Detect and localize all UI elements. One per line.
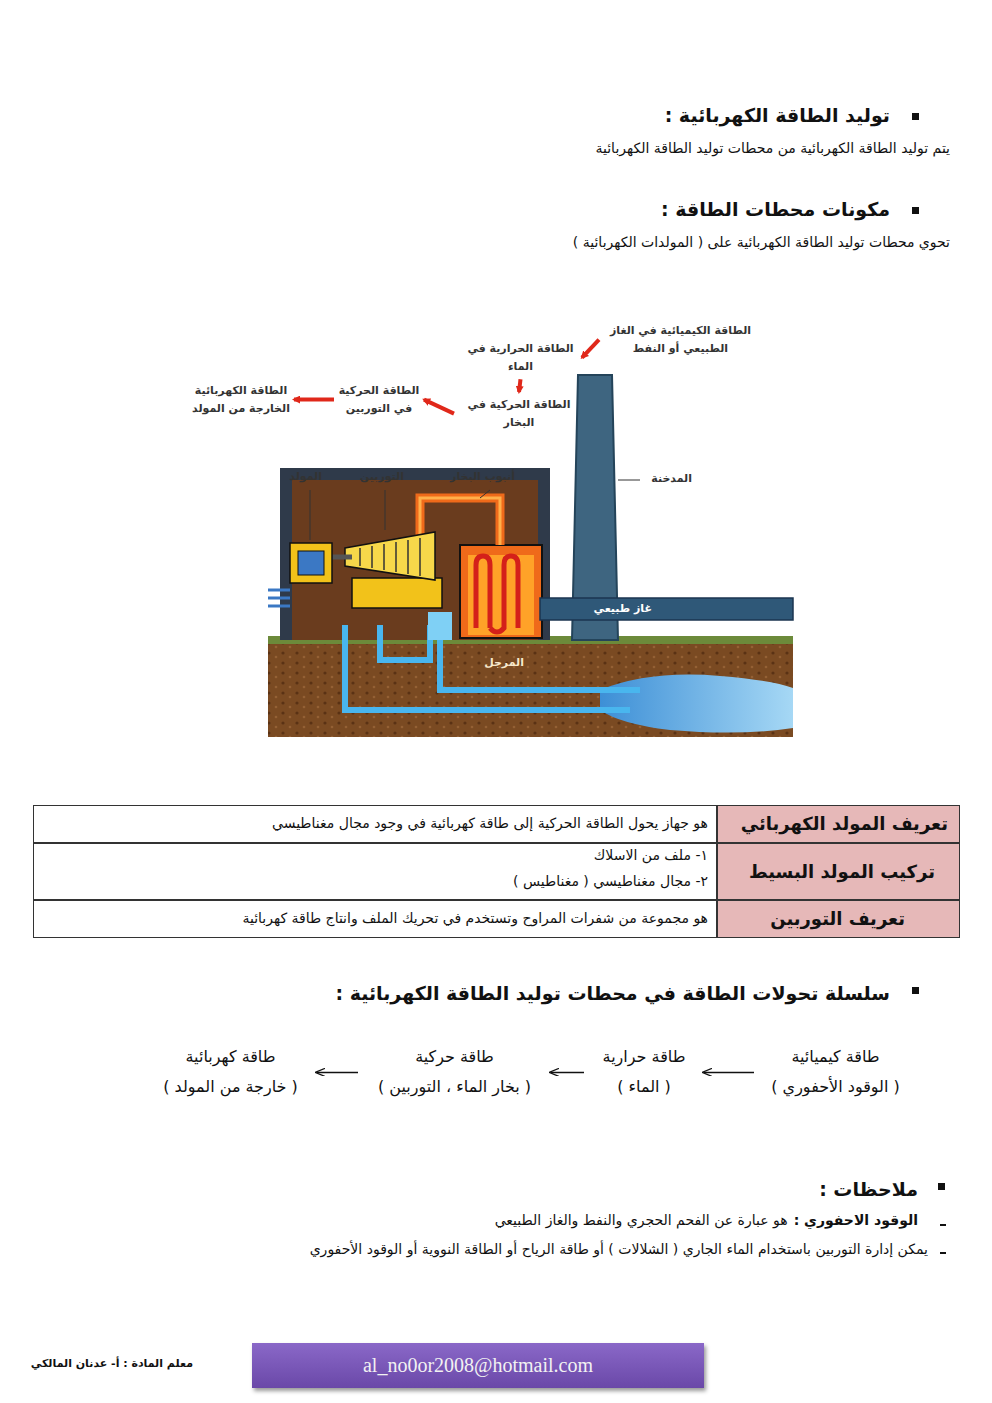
energy-flow-arrow	[582, 340, 599, 358]
table-text: ١- ملف من الاسلاك	[594, 847, 708, 863]
stage-text: طاقة كيميائية	[758, 1042, 913, 1072]
turbine	[345, 532, 435, 580]
list-dash	[940, 1224, 946, 1226]
stage-text: ( الماء )	[588, 1072, 700, 1102]
condenser	[428, 612, 452, 640]
part-label: المرجل	[484, 656, 524, 669]
body-text: يمكن إدارة التوربين باستخدام الماء الجار…	[310, 1241, 928, 1257]
heading: توليد الطاقة الكهربائية :	[665, 104, 890, 126]
email-banner: al_no0or2008@hotmail.com	[252, 1343, 704, 1388]
water-source	[600, 675, 793, 733]
list-dash	[940, 1252, 946, 1254]
table-text: تعريف المولد الكهربائي	[741, 813, 948, 834]
energy-stage: طاقة كيميائية( الوقود الأحفوري )	[758, 1042, 913, 1103]
energy-stage: طاقة حرارية( الماء )	[588, 1042, 700, 1103]
energy-label: الطاقة الحرارية في الماء	[463, 340, 578, 375]
stage-text: ( الوقود الأحفوري )	[758, 1072, 913, 1102]
building-frame	[280, 468, 550, 640]
body-text: هو عبارة عن الفحم الحجري والنفط والغاز ا…	[495, 1212, 788, 1228]
table-text: ٢- مجال مغناطيسي ( مغناطيس )	[513, 873, 708, 889]
table-text: هو مجموعة من شفرات المراوح وتستخدم في تح…	[242, 910, 708, 926]
leader-lines	[310, 480, 640, 540]
stage-text: طاقة كهربائية	[148, 1042, 313, 1072]
part-label: المولد	[289, 470, 322, 483]
stage-text: الطاقة الحركية في البخار	[458, 396, 580, 431]
bullet-square	[912, 207, 919, 214]
stage-text: ( بخار الماء ، التوربين )	[362, 1072, 547, 1102]
energy-label: الطاقة الحركية في البخار	[458, 396, 580, 431]
heading: مكونات محطات الطاقة :	[661, 198, 890, 220]
energy-label: الطاقة الكيميائية في الغاز الطبيعي أو ال…	[603, 322, 758, 357]
turbine-blades	[360, 538, 420, 576]
stage-text: الطاقة الكهربائية الخارجة من المولد	[192, 382, 290, 417]
chain-arrow	[551, 1072, 584, 1074]
heading: ملاحظات :	[819, 1178, 918, 1200]
generator	[290, 543, 332, 583]
body-text: الوقود الاحفوري :	[794, 1212, 918, 1228]
table-text: تركيب المولد البسيط	[749, 861, 935, 882]
energy-flow-arrow	[519, 379, 521, 392]
chain-arrow	[704, 1072, 754, 1074]
email-text: al_no0or2008@hotmail.com	[252, 1343, 704, 1388]
table-text: هو جهاز يحول الطاقة الحركية إلى طاقة كهر…	[272, 815, 708, 831]
stage-text: الطاقة الكيميائية في الغاز الطبيعي أو ال…	[603, 322, 758, 357]
energy-stage: طاقة كهربائية( خارجة من المولد )	[148, 1042, 313, 1103]
part-label: أنبوب البخار	[450, 470, 515, 483]
energy-flow-arrow	[294, 398, 334, 402]
energy-flow-arrow	[424, 400, 454, 414]
part-label: غاز طبيعي	[594, 602, 653, 615]
body-text: تحوي محطات توليد الطاقة الكهربائية على (…	[573, 234, 950, 250]
energy-label: الطاقة الكهربائية الخارجة من المولد	[192, 382, 290, 417]
body-text: يتم توليد الطاقة الكهربائية من محطات تول…	[595, 140, 950, 156]
bullet-square	[912, 987, 919, 994]
gas-pipe	[540, 598, 793, 620]
energy-stage: طاقة حركية( بخار الماء ، التوربين )	[362, 1042, 547, 1103]
stage-text: طاقة حركية	[362, 1042, 547, 1072]
bullet-square	[938, 1183, 945, 1190]
bullet-square	[912, 113, 919, 120]
part-label: المدخنة	[651, 472, 692, 485]
table-text: تعريف التوربين	[770, 908, 905, 929]
power-lines	[268, 590, 290, 606]
stage-text: الطاقة الحركية في التوربين	[338, 382, 420, 417]
chain-arrow	[317, 1072, 358, 1074]
part-label: التوربين	[360, 470, 404, 483]
generator-coil	[298, 551, 324, 575]
energy-label: الطاقة الحركية في التوربين	[338, 382, 420, 417]
body-text: معلم المادة : أ- عدنان المالكي	[31, 1357, 193, 1370]
shaft	[330, 555, 352, 560]
boiler	[460, 545, 542, 638]
stage-text: ( خارجة من المولد )	[148, 1072, 313, 1102]
stage-text: طاقة حرارية	[588, 1042, 700, 1072]
boiler-fire	[468, 555, 534, 635]
boiler-coils	[476, 556, 518, 632]
stage-text: الطاقة الحرارية في الماء	[463, 340, 578, 375]
water-pipes	[345, 625, 640, 710]
heading: سلسلة تحولات الطاقة في محطات توليد الطاق…	[335, 982, 890, 1004]
turbine-base	[352, 578, 442, 608]
